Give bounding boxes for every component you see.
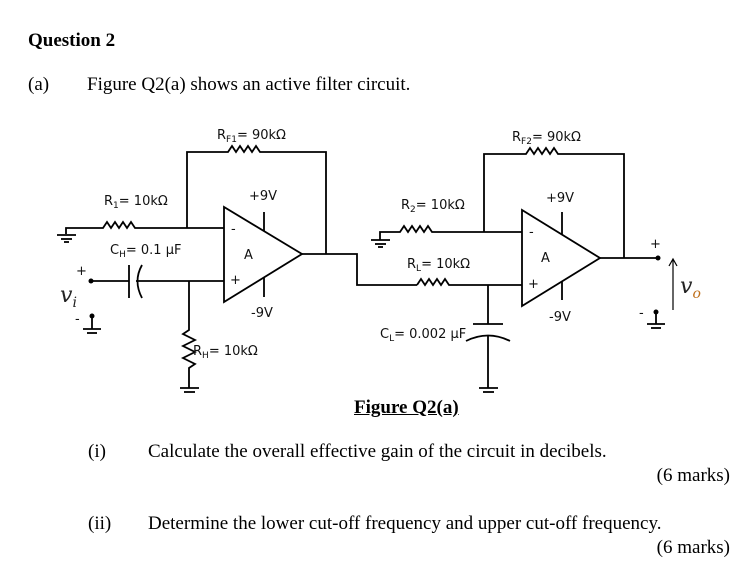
input-minus-sign: -	[75, 312, 80, 327]
opamp2-vpos: +9V	[546, 191, 574, 206]
opamp-1	[223, 205, 304, 304]
output-minus-sign: -	[639, 306, 644, 321]
input-plus-sign: +	[76, 264, 87, 279]
opamp2-inv-sign: -	[529, 225, 534, 240]
r2-resistor	[371, 224, 522, 248]
rf1-label: RF1= 90kΩ	[217, 128, 286, 145]
figure-caption: Figure Q2(a)	[354, 397, 459, 418]
ch-label: CH= 0.1 μF	[110, 243, 181, 260]
rf2-resistor	[483, 146, 625, 258]
output-voltage-label: vo	[680, 274, 701, 302]
input-ground-terminal	[83, 313, 101, 334]
rl-label: RL= 10kΩ	[407, 257, 470, 274]
output-ground-terminal	[647, 309, 665, 329]
opamp2-noninv-sign: +	[528, 277, 539, 292]
opamp1-inv-sign: -	[231, 222, 236, 237]
opamp-2	[521, 208, 602, 308]
rf2-label: RF2= 90kΩ	[512, 130, 581, 147]
part-label: (a)	[28, 74, 50, 95]
ch-capacitor	[91, 264, 224, 299]
input-voltage-label: vi	[60, 283, 77, 311]
subquestion-2-label: (ii)	[88, 513, 112, 534]
subquestion-1-text: Calculate the overall effective gain of …	[148, 441, 607, 462]
subquestion-2-marks: (6 marks)	[656, 537, 730, 558]
r1-label: R1= 10kΩ	[104, 194, 168, 211]
rh-label: RH= 10kΩ	[193, 344, 258, 361]
rl-resistor	[416, 277, 522, 287]
output-arrow	[668, 257, 678, 310]
opamp1-label: A	[244, 248, 253, 263]
rf1-resistor	[186, 144, 327, 254]
cl-capacitor	[465, 285, 511, 393]
opamp2-vneg: -9V	[549, 310, 571, 325]
opamp2-label: A	[541, 251, 550, 266]
output-plus-terminal	[655, 255, 661, 261]
r1-resistor	[65, 220, 224, 234]
subquestion-2-text: Determine the lower cut-off frequency an…	[148, 513, 662, 534]
output-plus-sign: +	[650, 237, 661, 252]
rh-resistor	[180, 281, 199, 393]
interstage-wire	[302, 253, 417, 286]
opamp1-vpos: +9V	[249, 189, 277, 204]
ground-symbol-r1	[57, 234, 76, 243]
question-title: Question 2	[28, 30, 116, 51]
opamp1-vneg: -9V	[251, 306, 273, 321]
subquestion-1-label: (i)	[88, 441, 106, 462]
opamp1-noninv-sign: +	[230, 273, 241, 288]
subquestion-1-marks: (6 marks)	[656, 465, 730, 486]
part-text: Figure Q2(a) shows an active filter circ…	[87, 74, 411, 95]
r2-label: R2= 10kΩ	[401, 198, 465, 215]
cl-label: CL= 0.002 μF	[380, 327, 466, 344]
